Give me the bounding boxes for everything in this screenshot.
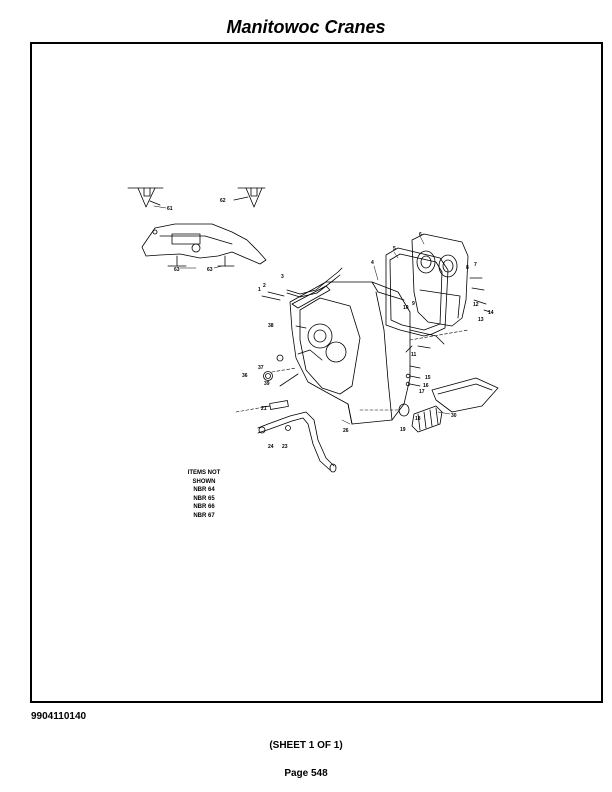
callout-2: 2 (263, 283, 266, 289)
callout-3: 3 (281, 274, 284, 280)
callout-6: 6 (419, 232, 422, 238)
tube-3 (286, 267, 343, 298)
callout-24: 24 (268, 444, 274, 450)
callout-5: 5 (393, 246, 396, 252)
callout-17: 17 (419, 389, 425, 395)
items-not-shown-item: NBR 65 (193, 495, 215, 502)
items-not-shown-item: NBR 66 (193, 504, 215, 511)
drawing-number: 9904110140 (31, 711, 87, 722)
callout-16: 16 (423, 383, 429, 389)
page-title: Manitowoc Cranes (226, 17, 386, 37)
housing-6 (411, 233, 469, 327)
callout-12: 12 (473, 302, 479, 308)
sheet-indicator: (SHEET 1 OF 1) (269, 740, 343, 751)
page-number: Page 548 (284, 768, 328, 779)
callout-62: 62 (220, 198, 226, 204)
callout-61: 61 (167, 206, 173, 212)
drawing-frame (30, 42, 603, 703)
callout-63-right: 63 (207, 267, 213, 273)
callout-39: 39 (264, 381, 270, 387)
callout-38: 38 (268, 323, 274, 329)
callout-labels: 1 2 3 4 5 6 7 8 9 10 11 12 13 14 15 16 1… (167, 198, 494, 450)
callout-14: 14 (488, 310, 494, 316)
callout-63-left: 63 (174, 267, 180, 273)
callout-18: 18 (415, 416, 421, 422)
items-not-shown-item: NBR 64 (193, 487, 215, 494)
callout-8: 8 (466, 265, 469, 271)
callout-9: 9 (412, 301, 415, 307)
callout-21: 21 (261, 406, 267, 412)
callout-23: 23 (282, 444, 288, 450)
bracket-62 (233, 187, 266, 208)
callout-13: 13 (478, 317, 484, 323)
callout-1: 1 (258, 287, 261, 293)
items-not-shown-note: ITEMS NOT SHOWN NBR 64 NBR 65 NBR 66 NBR… (172, 469, 236, 521)
support-bracket-assembly (141, 223, 267, 267)
callout-15: 15 (425, 375, 431, 381)
callout-30: 30 (451, 413, 457, 419)
bracket-61 (127, 187, 164, 208)
callout-11: 11 (411, 352, 417, 358)
callout-36: 36 (242, 373, 248, 379)
access-cover-30 (431, 377, 499, 413)
items-not-shown-heading-2: SHOWN (192, 478, 216, 485)
callout-10: 10 (403, 305, 409, 311)
items-not-shown-item: NBR 67 (193, 512, 215, 519)
callout-37: 37 (258, 365, 264, 371)
transmission-case (289, 281, 445, 425)
callout-26: 26 (343, 428, 349, 434)
fasteners (261, 277, 491, 387)
callout-7: 7 (474, 262, 477, 268)
hose-24 (257, 411, 337, 473)
items-not-shown-heading: ITEMS NOT (187, 470, 221, 476)
filter-element-18 (398, 403, 443, 433)
callout-4: 4 (371, 260, 374, 266)
callout-19: 19 (400, 427, 406, 433)
